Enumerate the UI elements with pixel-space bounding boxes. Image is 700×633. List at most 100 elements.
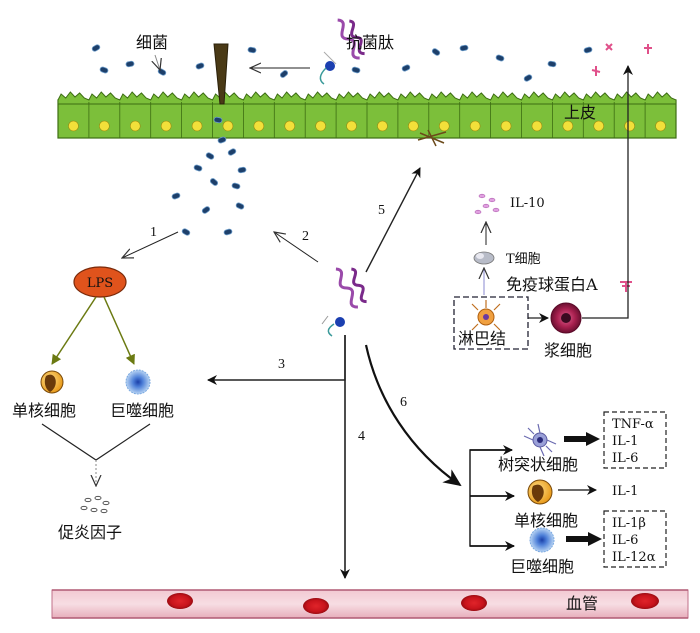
iga-antibody-icon-center — [620, 281, 632, 292]
t-cell-label: T细胞 — [506, 252, 541, 267]
macrophage-icon-right — [529, 527, 555, 553]
pathway-2-number: 2 — [302, 229, 309, 244]
bacterium-icon — [201, 206, 211, 214]
epithelium-cells — [68, 102, 677, 138]
bacterium-icon — [431, 48, 441, 56]
bacterium-icon — [495, 54, 505, 62]
macrophage-output-arrow — [566, 532, 602, 546]
dendritic-cytokine-1: TNF-α — [612, 417, 654, 432]
antimicrobial-peptide-icon-top — [319, 18, 365, 85]
il10-dots-icon — [474, 193, 500, 215]
pathway-3-arrow — [207, 335, 346, 385]
bacterium-icon — [213, 116, 223, 124]
epithelium-lesion-icon — [417, 129, 447, 147]
monocyte-label-left: 单核细胞 — [12, 401, 76, 420]
bacterium-icon — [223, 228, 233, 236]
dendritic-cytokines-box — [603, 411, 667, 469]
cytokine-dots-icon — [80, 495, 110, 514]
dendritic-cell-label: 树突状细胞 — [498, 455, 578, 474]
red-blood-cell-icon — [167, 593, 193, 609]
bacterium-icon — [181, 228, 191, 236]
t-cell-icon — [473, 251, 495, 265]
bacterium-icon — [227, 148, 237, 156]
epithelium-breach-wedge-icon — [213, 43, 229, 105]
pathway-1-number: 1 — [150, 225, 157, 240]
output-arrows — [558, 432, 602, 546]
bacterium-icon — [523, 74, 533, 82]
antimicrobial-peptide-icon-center — [321, 267, 367, 337]
pathway-3-number: 3 — [278, 357, 285, 372]
epithelium-layer — [57, 91, 677, 139]
dendritic-cell-icon — [523, 423, 557, 457]
dendritic-output-arrow — [564, 432, 600, 446]
bacterium-icon — [157, 68, 167, 76]
converge-lines — [41, 423, 151, 461]
bacterium-icon — [237, 166, 247, 174]
pathway-2-arrow — [274, 232, 319, 263]
red-blood-cell-icon — [461, 595, 487, 611]
bacterium-icon — [459, 44, 469, 52]
dendritic-cytokine-2: IL-1 — [612, 434, 638, 449]
lps-node: LPS — [73, 266, 127, 298]
epithelium-surface-villi — [57, 91, 677, 105]
bacterium-icon — [247, 46, 257, 54]
monocyte-icon-right — [527, 479, 553, 505]
iga-antibody-icons-lumen — [591, 43, 652, 76]
dendritic-cytokine-3: IL-6 — [612, 451, 638, 466]
bacterium-icon — [99, 66, 109, 74]
bacterium-icon — [195, 62, 205, 70]
epithelium-label: 上皮 — [564, 103, 596, 122]
bacterium-icon — [235, 202, 245, 210]
lps-label: LPS — [87, 276, 113, 291]
antimicrobial-peptide-label: 抗菌肽 — [346, 33, 394, 52]
macrophage-cytokine-2: IL-6 — [612, 533, 638, 548]
pathway-5-number: 5 — [378, 203, 385, 218]
pathway-4-number: 4 — [358, 429, 365, 444]
bacteria-label-pointer — [155, 54, 160, 70]
bacteria-cluster — [91, 44, 593, 236]
bacterium-icon — [171, 192, 181, 200]
lps-to-monocyte-arrow — [51, 296, 97, 365]
bacteria-label: 细菌 — [136, 33, 168, 52]
pathway-1-arrow — [122, 231, 179, 258]
pathway-6-number: 6 — [400, 395, 407, 410]
bacterium-icon — [209, 178, 219, 186]
bacterium-icon — [91, 44, 101, 52]
bacterium-icon — [205, 152, 215, 160]
proinflammatory-factor-label: 促炎因子 — [58, 523, 122, 542]
bacterium-icon — [547, 60, 557, 68]
lymph-node-label: 淋巴结 — [458, 329, 506, 348]
monocyte-cytokine: IL-1 — [612, 484, 638, 499]
pathway-6-arrow — [364, 344, 462, 487]
monocyte-label-right: 单核细胞 — [514, 511, 578, 530]
lymph-node-box — [453, 296, 529, 350]
macrophage-cytokine-1: IL-1β — [612, 516, 646, 531]
bacterium-icon — [231, 182, 241, 190]
blood-vessel — [51, 589, 689, 619]
bacterium-icon — [583, 46, 593, 54]
lymph-node-cell-icon — [471, 300, 501, 331]
iga-label: 免疫球蛋白A — [506, 275, 598, 294]
macrophage-cytokines-box — [603, 510, 667, 568]
bacterium-icon — [279, 70, 289, 78]
monocyte-icon-left — [40, 370, 64, 394]
plasma-cell-icon — [550, 302, 582, 334]
plasma-to-lumen-arrow — [582, 65, 633, 319]
red-blood-cell-icon — [303, 598, 329, 614]
red-blood-cell-icon — [631, 593, 659, 609]
macrophage-label-right: 巨噬细胞 — [510, 557, 574, 576]
il10-label: IL-10 — [510, 196, 545, 211]
bacterium-icon — [217, 136, 227, 144]
plasma-cell-label: 浆细胞 — [544, 341, 592, 360]
bacterium-icon — [125, 60, 135, 68]
macrophage-cytokine-3: IL-12α — [612, 550, 656, 565]
bacterium-icon — [351, 66, 361, 74]
macrophage-label-left: 巨噬细胞 — [110, 401, 174, 420]
bacterium-icon — [193, 164, 203, 172]
lps-to-macrophage-arrow — [103, 296, 135, 365]
macrophage-icon-left — [125, 369, 151, 395]
blood-vessel-label: 血管 — [566, 594, 598, 613]
pathway-5-arrow — [365, 167, 421, 273]
